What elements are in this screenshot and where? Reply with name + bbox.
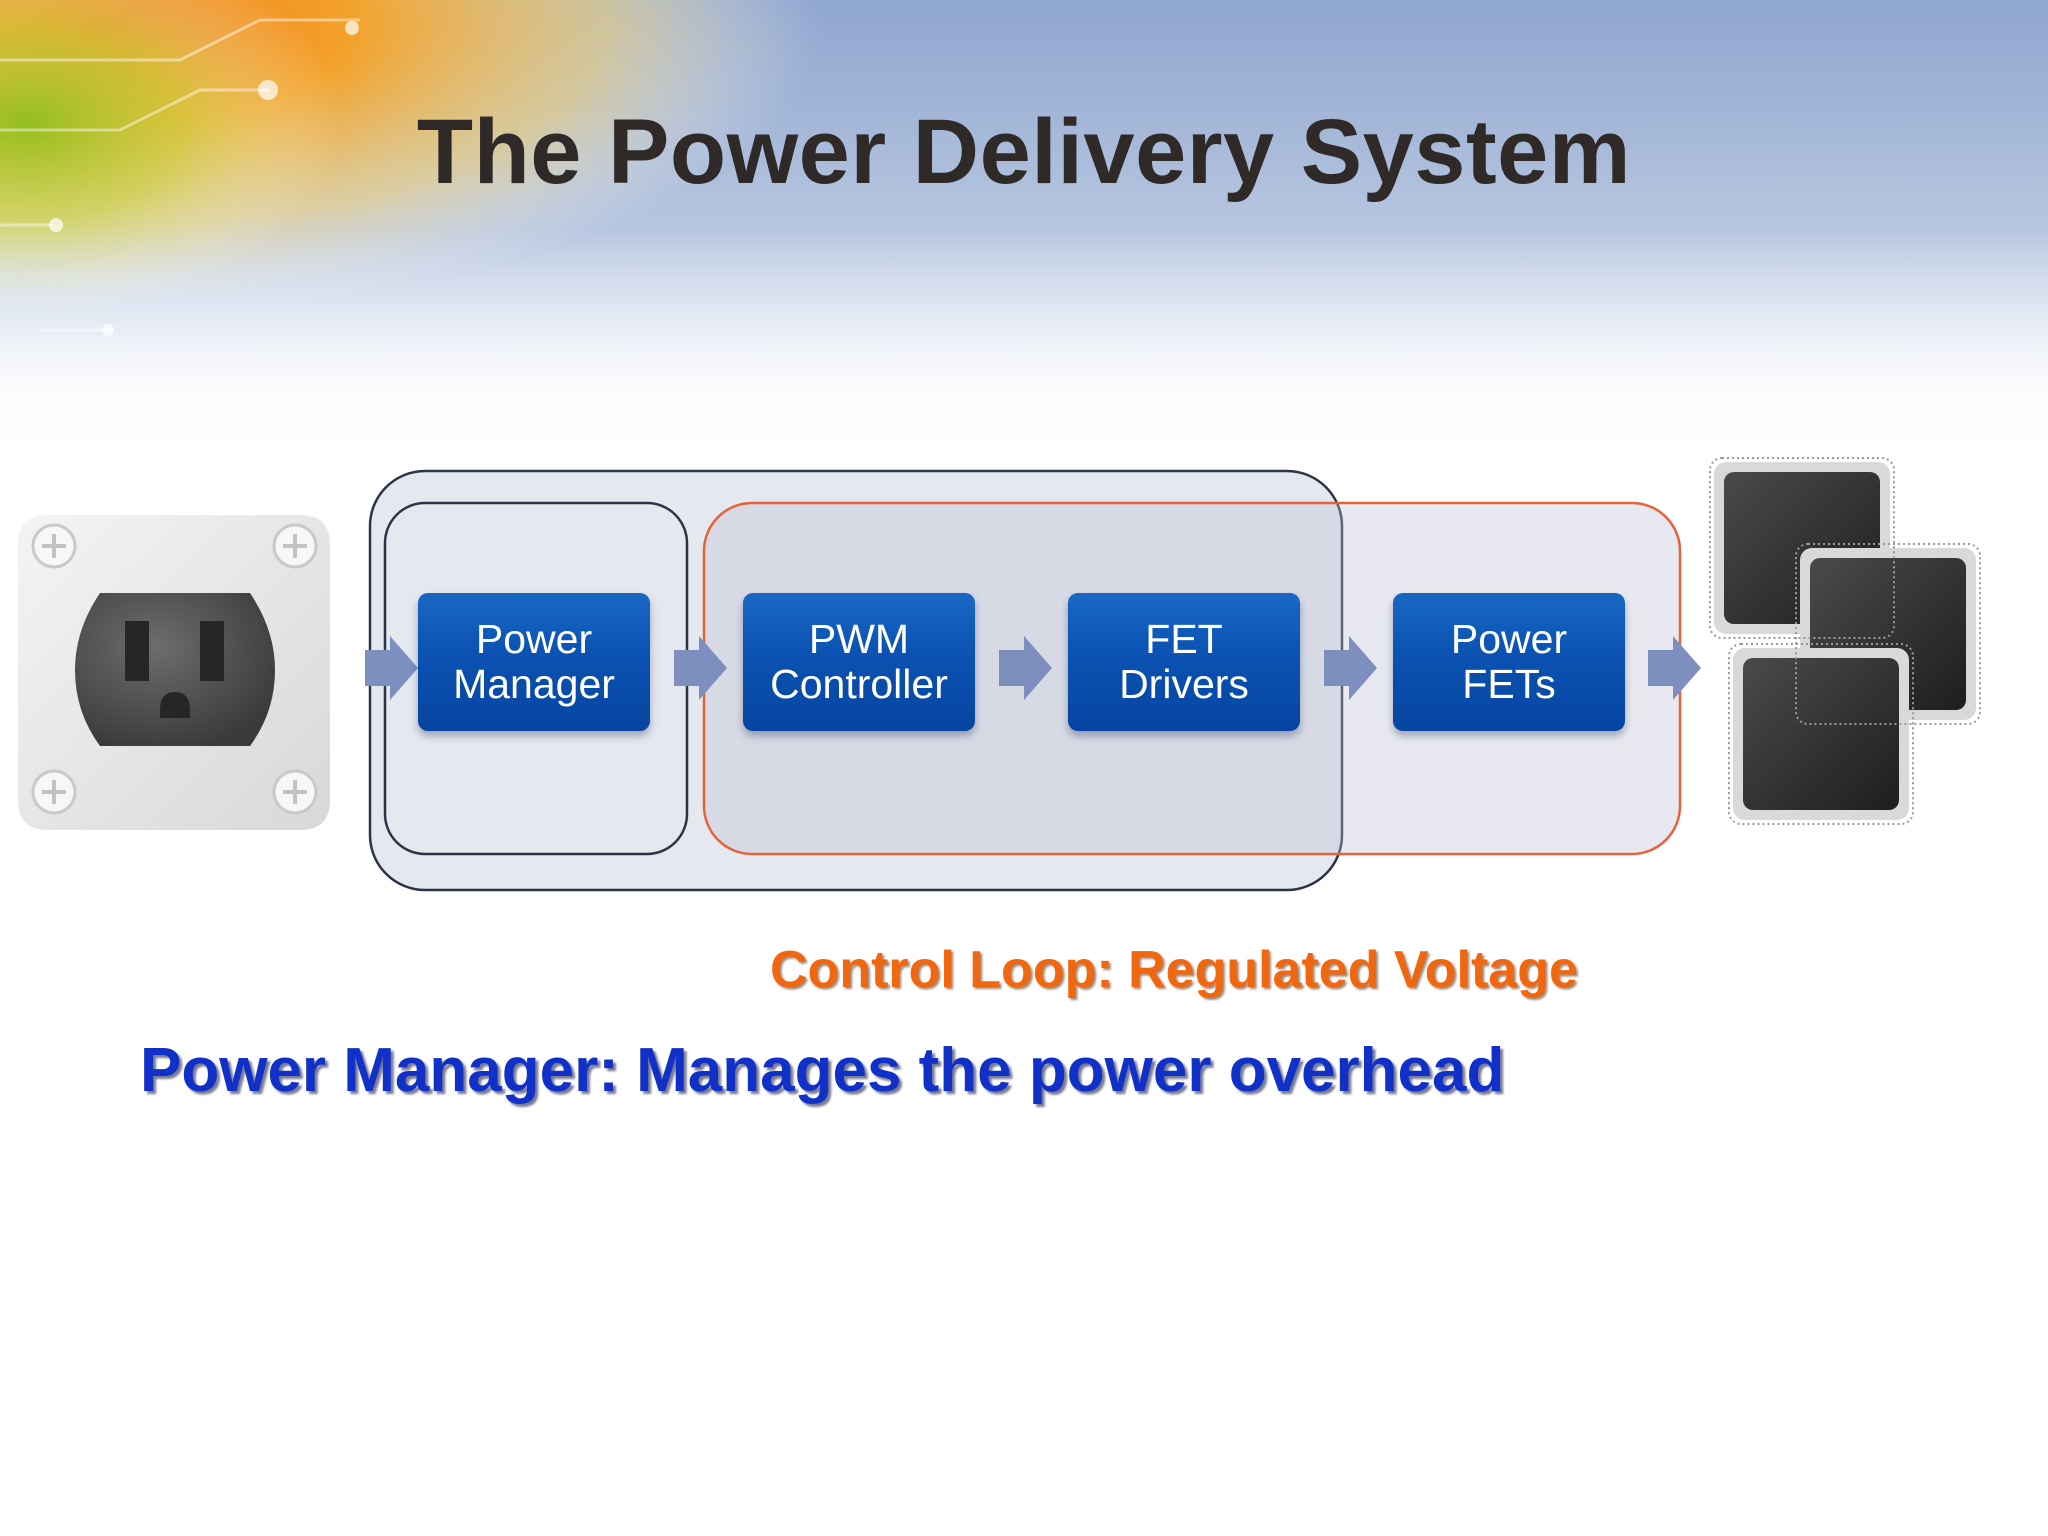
processor-chips-icon: [1709, 457, 1981, 825]
arrow-icon: [365, 636, 418, 700]
block-label-line1: PWM: [808, 616, 910, 662]
power-delivery-diagram: [18, 457, 1981, 892]
pwm-controller-block: PWM Controller: [743, 593, 975, 731]
block-label-line2: Manager: [453, 661, 615, 707]
block-label-line1: FET: [1145, 616, 1223, 662]
fet-drivers-block: FET Drivers: [1068, 593, 1300, 731]
arrow-icon: [1648, 636, 1701, 700]
flow-arrows: [365, 636, 1701, 700]
block-label-line2: Controller: [770, 661, 948, 707]
arrow-icon: [999, 636, 1052, 700]
block-label-line1: Power: [475, 616, 593, 662]
power-manager-block: Power Manager: [418, 593, 650, 731]
arrow-icon: [674, 636, 727, 700]
power-fets-block: Power FETs: [1393, 593, 1625, 731]
power-outlet-icon: [18, 515, 330, 830]
block-label-line1: Power: [1450, 616, 1568, 662]
block-label-line2: FETs: [1462, 661, 1556, 707]
slide-title: The Power Delivery System: [416, 101, 1632, 203]
power-manager-caption: Power Manager: Manages the power overhea…: [140, 1036, 1505, 1105]
control-loop-caption: Control Loop: Regulated Voltage: [770, 941, 1578, 999]
arrow-icon: [1324, 636, 1377, 700]
block-label-line2: Drivers: [1119, 661, 1249, 707]
